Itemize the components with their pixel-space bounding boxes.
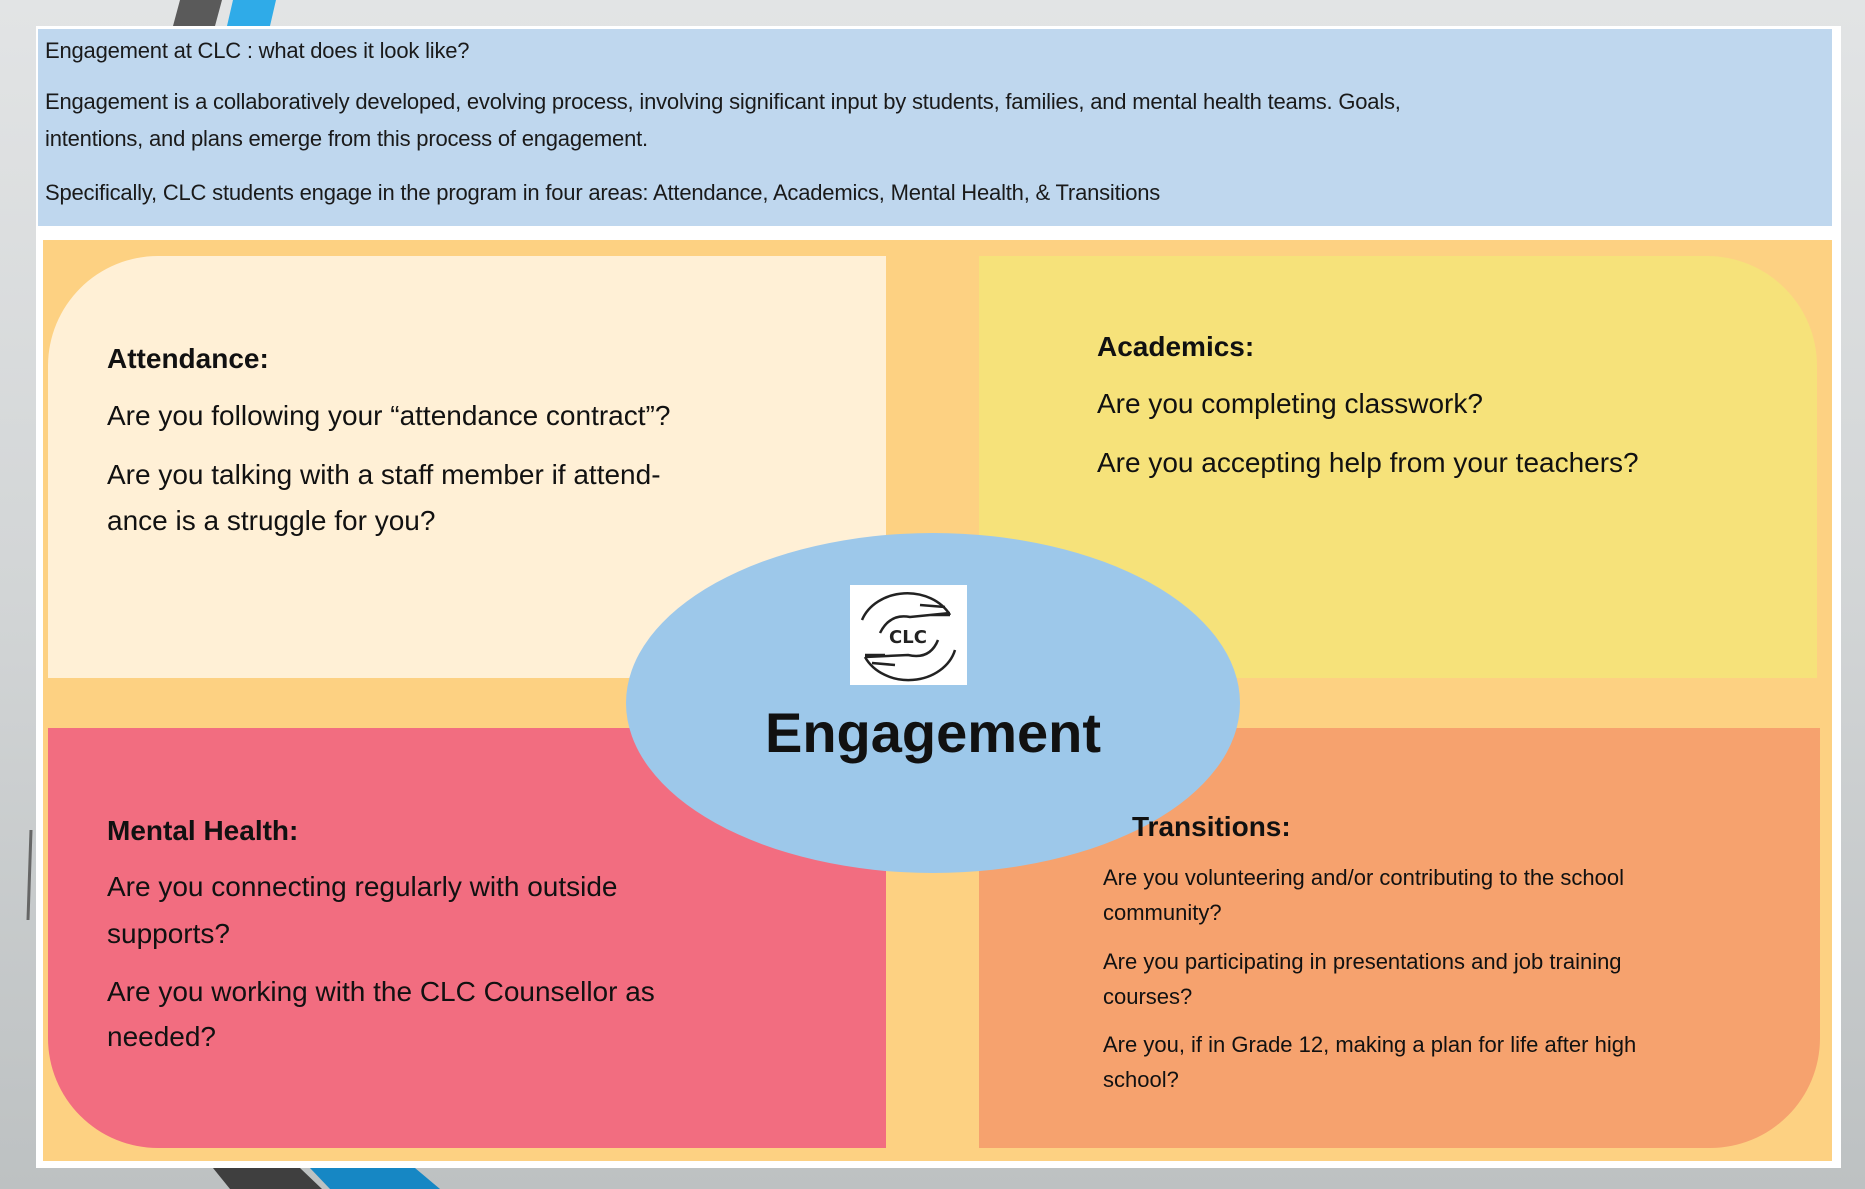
bottom-blue-stripe xyxy=(310,1168,440,1189)
header-title: Engagement at CLC : what does it look li… xyxy=(45,38,470,63)
transitions-line: Are you volunteering and/or contributing… xyxy=(1103,865,1624,890)
attendance-title: Attendance: xyxy=(107,343,269,374)
top-blue-stripe xyxy=(227,0,276,26)
top-gray-stripe xyxy=(173,0,222,26)
mental-health-title: Mental Health: xyxy=(107,815,299,846)
transitions-line: courses? xyxy=(1103,984,1193,1009)
transitions-line: school? xyxy=(1103,1067,1179,1092)
mental-health-line: Are you connecting regularly with outsid… xyxy=(107,871,618,902)
intro-line-2: intentions, and plans emerge from this p… xyxy=(45,126,648,151)
logo-text: CLC xyxy=(889,627,927,648)
mental-health-line: needed? xyxy=(107,1021,217,1052)
attendance-line: ance is a struggle for you? xyxy=(107,505,436,536)
intro-line-1: Engagement is a collaboratively develope… xyxy=(45,89,1401,114)
bottom-dark-stripe xyxy=(213,1168,322,1189)
engagement-label: Engagement xyxy=(764,701,1102,764)
academics-line: Are you accepting help from your teacher… xyxy=(1097,447,1639,478)
mental-health-line: Are you working with the CLC Counsellor … xyxy=(107,976,655,1007)
transitions-line: Are you participating in presentations a… xyxy=(1103,949,1622,974)
hands-circle-icon: CLC xyxy=(860,592,957,682)
header-panel xyxy=(38,29,1832,226)
academics-title: Academics: xyxy=(1097,331,1255,362)
mental-health-line: supports? xyxy=(107,918,230,949)
attendance-line: Are you talking with a staff member if a… xyxy=(107,459,661,490)
transitions-line: community? xyxy=(1103,900,1222,925)
academics-line: Are you completing classwork? xyxy=(1097,388,1483,419)
clc-logo: CLC xyxy=(850,585,967,685)
left-edge-line xyxy=(26,829,33,921)
transitions-line: Are you, if in Grade 12, making a plan f… xyxy=(1103,1032,1637,1057)
transitions-title: Transitions: xyxy=(1132,811,1291,842)
areas-line: Specifically, CLC students engage in the… xyxy=(45,180,1161,205)
attendance-line: Are you following your “attendance contr… xyxy=(107,400,671,431)
